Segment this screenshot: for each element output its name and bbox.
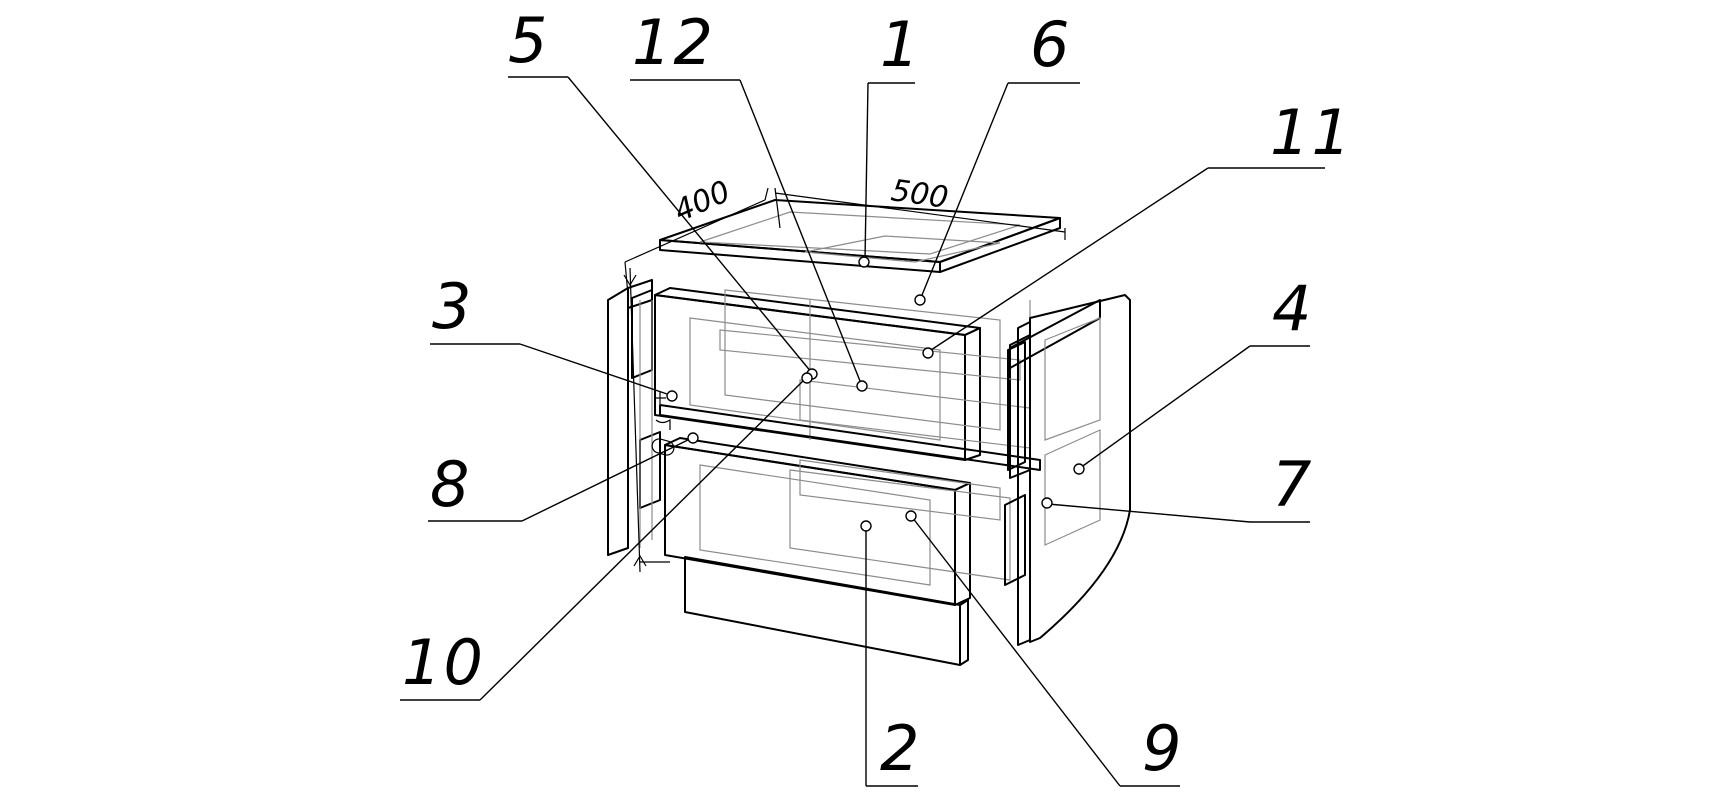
callout-11: 11 xyxy=(922,96,1353,359)
left-side-panel xyxy=(607,279,661,556)
dimension-width-label: 500 xyxy=(889,173,951,216)
right-side-panel xyxy=(1004,294,1131,646)
lower-drawer xyxy=(664,437,1011,606)
callout-label-2: 2 xyxy=(880,712,921,785)
callout-7: 7 xyxy=(1041,448,1313,523)
callout-label-6: 6 xyxy=(1030,8,1071,81)
callout-label-1: 1 xyxy=(880,8,921,81)
callout-label-7: 7 xyxy=(1272,448,1313,521)
dimension-depth-label: 400 xyxy=(669,174,736,229)
callout-8: 8 xyxy=(428,432,699,522)
callout-label-11: 11 xyxy=(1270,96,1353,169)
callout-12: 12 xyxy=(630,6,868,392)
dimension-lines xyxy=(623,187,1066,573)
callout-2: 2 xyxy=(860,520,921,787)
callout-9: 9 xyxy=(905,510,1183,787)
callout-label-12: 12 xyxy=(632,6,715,79)
callout-label-3: 3 xyxy=(432,270,473,343)
callout-label-5: 5 xyxy=(508,4,549,77)
callout-6: 6 xyxy=(914,8,1080,306)
callout-label-4: 4 xyxy=(1272,272,1313,345)
callout-4: 4 xyxy=(1073,272,1313,475)
upper-drawer xyxy=(654,287,1031,461)
callout-label-8: 8 xyxy=(430,448,471,521)
callout-10: 10 xyxy=(400,372,813,701)
plinth xyxy=(684,556,969,666)
callout-1: 1 xyxy=(858,8,921,268)
callout-label-10: 10 xyxy=(402,626,485,699)
callout-3: 3 xyxy=(430,270,678,402)
middle-rail xyxy=(659,329,1041,479)
callout-label-9: 9 xyxy=(1142,712,1183,785)
